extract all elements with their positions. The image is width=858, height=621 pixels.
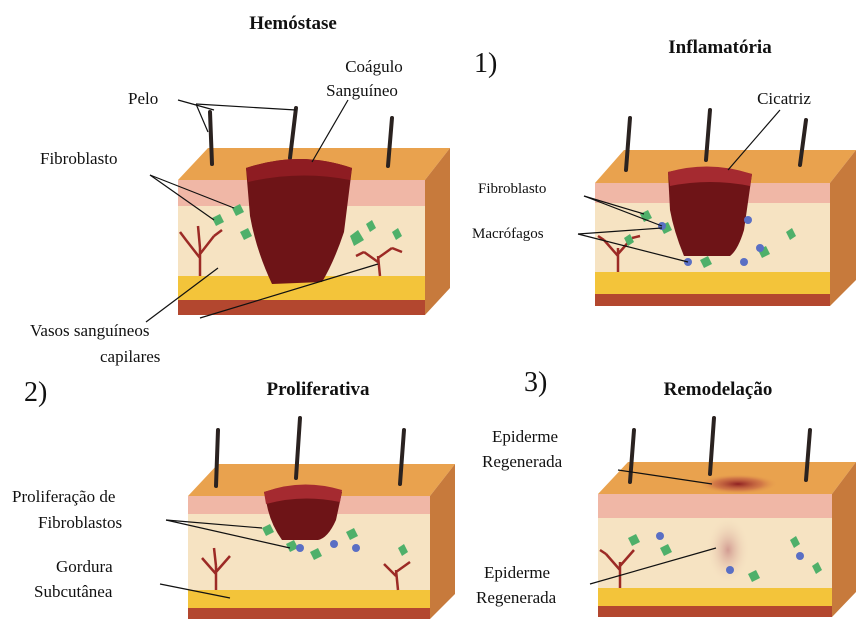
fat-layer	[598, 588, 832, 606]
title-inflamatoria: Inflamatória	[668, 37, 772, 58]
muscle-layer	[188, 608, 430, 619]
title-hemostase: Hemóstase	[249, 13, 337, 34]
number-3: 3)	[524, 367, 547, 398]
label-coagulo-line1: Coágulo	[345, 57, 403, 76]
fat-layer	[595, 272, 830, 294]
label-vasos-line2: capilares	[100, 347, 160, 366]
number-2: 2)	[24, 377, 47, 408]
label-epi-bottom-line2: Regenerada	[476, 588, 557, 607]
muscle-layer	[595, 294, 830, 306]
label-coagulo-line2: Sanguíneo	[326, 81, 398, 100]
fat-layer	[188, 590, 430, 608]
label-gordura-line2: Subcutânea	[34, 582, 113, 601]
dermis-band	[598, 494, 832, 518]
panel-inflamatoria	[595, 110, 856, 306]
label-pelo: Pelo	[128, 89, 158, 108]
label-epi-top-line1: Epiderme	[492, 427, 558, 446]
title-remodelacao: Remodelação	[664, 379, 773, 400]
label-prolif-line2: Fibroblastos	[38, 513, 122, 532]
muscle-layer	[178, 300, 425, 315]
label-cicatriz: Cicatriz	[757, 89, 811, 108]
label-vasos-line1: Vasos sanguíneos	[30, 321, 149, 340]
title-proliferativa: Proliferativa	[266, 379, 370, 400]
hair	[216, 430, 218, 486]
label-macrofagos: Macrófagos	[472, 226, 544, 242]
panel-proliferativa	[188, 418, 455, 619]
hair	[210, 112, 212, 164]
label-prolif-line1: Proliferação de	[12, 487, 115, 506]
label-fibroblasto-inflamatoria: Fibroblasto	[478, 181, 546, 197]
panel-remodelacao	[598, 418, 856, 617]
label-epi-top-line2: Regenerada	[482, 452, 563, 471]
label-gordura-line1: Gordura	[56, 557, 113, 576]
label-epi-bottom-line1: Epiderme	[484, 563, 550, 582]
muscle-layer	[598, 606, 832, 617]
number-1: 1)	[474, 48, 497, 79]
label-fibroblasto: Fibroblasto	[40, 149, 117, 168]
healed-dermis-mark	[706, 516, 750, 584]
